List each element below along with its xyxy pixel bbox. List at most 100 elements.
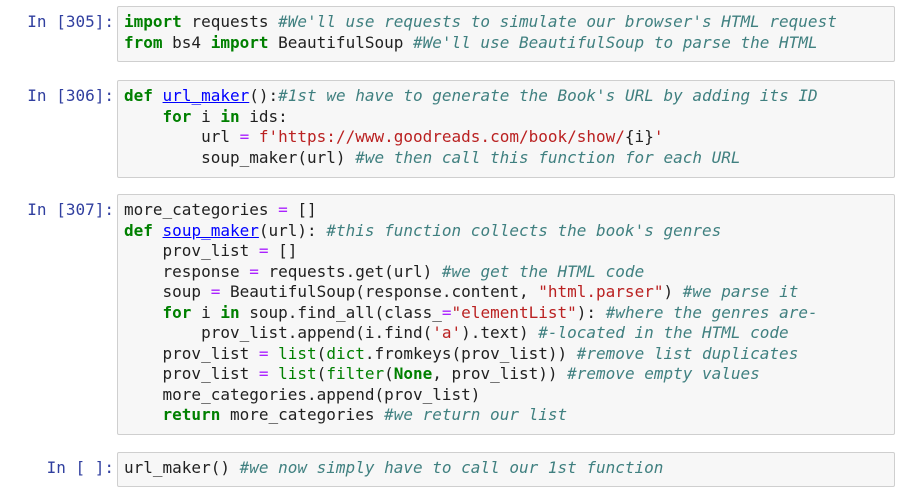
- code-line: def soup_maker(url): #this function coll…: [124, 221, 894, 242]
- code-token: BeautifulSoup: [268, 32, 413, 52]
- function-name: soup_maker: [162, 220, 259, 240]
- code-token: more_categories: [124, 200, 279, 219]
- code-comment: #we now simply have to call our 1st func…: [239, 458, 664, 477]
- code-string: 'a': [432, 323, 462, 342]
- code-comment: #this function collects the book's genre…: [326, 220, 722, 240]
- code-token: in: [220, 106, 240, 126]
- code-token: (: [316, 343, 327, 363]
- code-token: [153, 221, 163, 240]
- code-comment: #we return our list: [384, 405, 568, 424]
- code-token: ():: [249, 86, 279, 105]
- code-line: url_maker() #we now simply have to call …: [124, 458, 894, 479]
- code-comment: #We'll use requests to simulate our brow…: [278, 12, 837, 31]
- code-comment: #remove empty values: [567, 364, 760, 383]
- code-token: []: [268, 241, 298, 260]
- code-token: i: [191, 106, 221, 126]
- code-token: prov_list: [124, 241, 259, 260]
- code-line: for i in ids:: [124, 107, 894, 128]
- code-line: more_categories.append(prov_list): [124, 385, 894, 406]
- code-token: .fromkeys(prov_list)): [364, 343, 577, 363]
- code-string: f'https://www.goodreads.com/book/show/: [258, 127, 625, 146]
- code-token: [249, 127, 259, 146]
- code-line: import requests #We'll use requests to s…: [124, 12, 894, 33]
- code-comment: #we parse it: [682, 282, 799, 301]
- code-token: for: [162, 106, 192, 126]
- code-comment: #we get the HTML code: [441, 261, 645, 281]
- code-builtin: filter: [326, 364, 385, 383]
- code-token: bs4: [162, 32, 211, 52]
- code-token: url: [124, 127, 240, 146]
- code-cell-2[interactable]: In [306]: def url_maker():#1st we have t…: [0, 80, 904, 178]
- code-line: prov_list = list(dict.fromkeys(prov_list…: [124, 344, 894, 365]
- code-operator: =: [441, 302, 452, 322]
- cell-input[interactable]: import requests #We'll use requests to s…: [117, 6, 895, 62]
- cell-prompt: In [ ]:: [46, 458, 114, 477]
- code-operator: =: [258, 241, 269, 260]
- code-token: []: [287, 200, 317, 219]
- code-line: from bs4 import BeautifulSoup #We'll use…: [124, 33, 894, 54]
- code-token: more_categories.append(prov_list): [124, 384, 481, 404]
- code-line: for i in soup.find_all(class_="elementLi…: [124, 303, 894, 324]
- code-comment: #we then call this function for each URL: [355, 147, 741, 167]
- cell-prompt: In [307]:: [27, 200, 114, 219]
- code-token: [124, 405, 163, 424]
- cell-prompt: In [306]:: [27, 86, 114, 105]
- code-line: prov_list = list(filter(None, prov_list)…: [124, 364, 894, 385]
- code-cell-3[interactable]: In [307]: more_categories = [] def soup_…: [0, 194, 904, 435]
- code-line: soup_maker(url) #we then call this funct…: [124, 148, 894, 169]
- code-token: i: [191, 302, 221, 322]
- code-token: ):: [576, 302, 606, 322]
- code-token: (: [316, 364, 327, 383]
- code-token: ): [663, 282, 683, 301]
- cell-prompt: In [305]:: [27, 12, 114, 31]
- code-line: more_categories = []: [124, 200, 894, 221]
- code-token: url_maker(): [124, 458, 240, 477]
- cell-input[interactable]: more_categories = [] def soup_maker(url)…: [117, 194, 895, 435]
- code-comment: #We'll use BeautifulSoup to parse the HT…: [413, 32, 818, 52]
- code-cell-4[interactable]: In [ ]: url_maker() #we now simply have …: [0, 452, 904, 487]
- code-line: response = requests.get(url) #we get the…: [124, 262, 894, 283]
- cell-input[interactable]: def url_maker():#1st we have to generate…: [117, 80, 895, 178]
- code-token: ids:: [239, 106, 288, 126]
- code-line: soup = BeautifulSoup(response.content, "…: [124, 282, 894, 303]
- code-line: prov_list = []: [124, 241, 894, 262]
- code-comment: #-located in the HTML code: [538, 323, 789, 342]
- code-token: import: [124, 12, 182, 31]
- code-token: (: [384, 364, 394, 383]
- code-operator: =: [210, 282, 221, 301]
- code-operator: =: [278, 200, 288, 219]
- code-token: [124, 107, 163, 126]
- code-builtin: list: [278, 343, 317, 363]
- code-cell-1[interactable]: In [305]: import requests #We'll use req…: [0, 6, 904, 62]
- code-operator: =: [239, 127, 250, 146]
- code-token: requests.get(url): [258, 261, 442, 281]
- code-operator: =: [249, 261, 259, 281]
- code-token: ).text): [461, 323, 539, 342]
- code-token: requests: [181, 12, 279, 31]
- cell-input[interactable]: url_maker() #we now simply have to call …: [117, 452, 895, 487]
- code-token: BeautifulSoup(response.content,: [220, 282, 539, 301]
- code-token: in: [220, 302, 240, 322]
- code-token: prov_list.append(i.find(: [124, 323, 433, 342]
- code-comment: #remove list duplicates: [576, 343, 799, 363]
- code-token: prov_list: [124, 364, 259, 383]
- code-builtin: dict: [326, 343, 365, 363]
- code-token: more_categories: [220, 405, 385, 424]
- code-string: "html.parser": [538, 282, 664, 301]
- code-line: return more_categories #we return our li…: [124, 405, 894, 426]
- code-operator: =: [258, 343, 269, 363]
- code-string: "elementList": [451, 302, 577, 322]
- code-token: response: [124, 261, 250, 281]
- code-token: [269, 344, 279, 363]
- code-builtin: list: [278, 364, 317, 383]
- code-string: ': [653, 127, 664, 146]
- code-token: def: [124, 220, 153, 240]
- code-token: soup.find_all(class_: [239, 302, 442, 322]
- code-token: from: [124, 32, 163, 52]
- code-operator: =: [258, 364, 269, 383]
- code-token: [124, 303, 163, 322]
- code-line: prov_list.append(i.find('a').text) #-loc…: [124, 323, 894, 344]
- code-token: None: [393, 364, 433, 383]
- function-name: url_maker: [162, 86, 250, 105]
- code-token: for: [162, 302, 192, 322]
